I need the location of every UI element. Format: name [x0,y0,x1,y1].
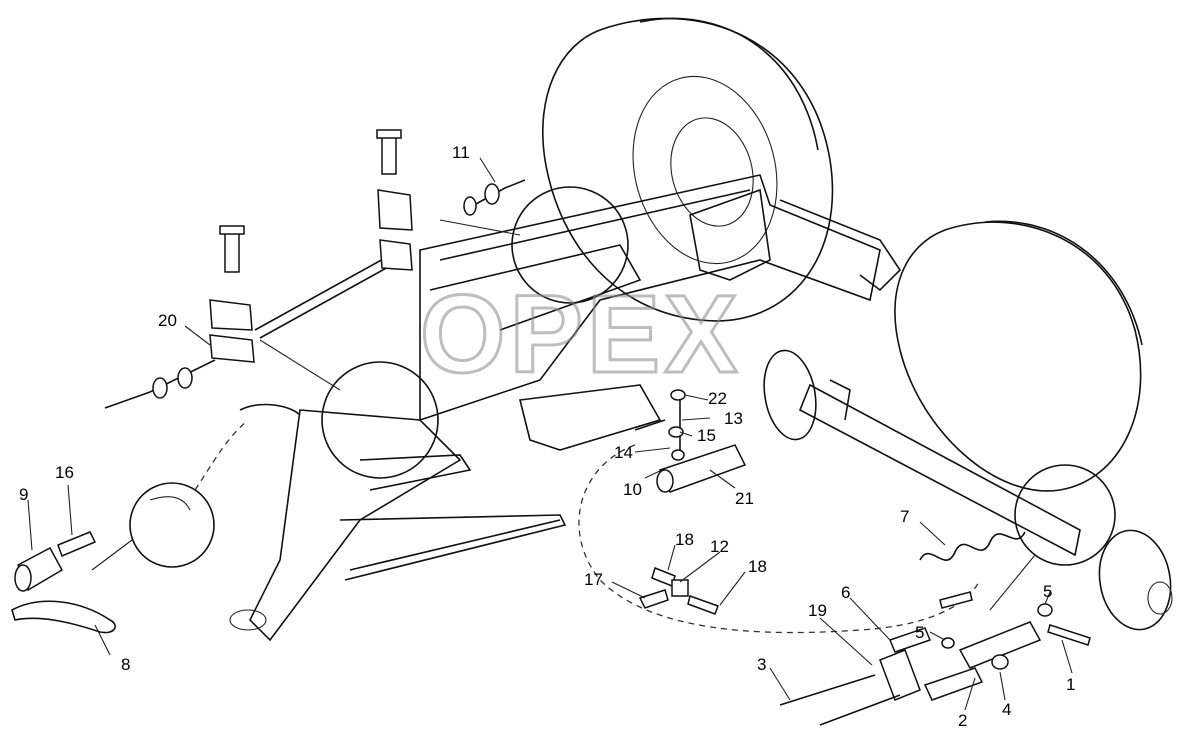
callout-14: 14 [614,443,633,462]
hose-route-left [194,419,249,491]
callout-15: 15 [697,426,716,445]
brake-rod-assembly [104,129,526,409]
detail-circle-pin [129,482,215,568]
callout-18-left: 18 [675,530,694,549]
fitting-parts [638,566,719,615]
callout-4: 4 [1002,700,1011,719]
suspension-parts [779,531,1091,726]
callout-5-upper: 5 [1043,582,1052,601]
callout-17: 17 [584,570,603,589]
callout-9: 9 [19,485,28,504]
callout-10: 10 [623,480,642,499]
callout-21: 21 [735,489,754,508]
callout-16: 16 [55,463,74,482]
watermark-logo: OPEX [420,273,742,396]
detail-circle-axle [1014,464,1116,566]
cylinder-parts [634,389,747,493]
callout-12: 12 [710,537,729,556]
coupling-parts [11,531,116,634]
callout-13: 13 [724,409,743,428]
callout-22: 22 [708,389,727,408]
callout-6: 6 [841,583,850,602]
hose-route-center [578,444,981,634]
leader-lines [27,157,1073,711]
callout-11: 11 [452,143,470,162]
callout-7: 7 [900,507,909,526]
callout-20: 20 [158,311,177,330]
callout-19: 19 [808,601,827,620]
callout-3: 3 [757,655,766,674]
chassis-frame [229,174,902,642]
callout-18-right: 18 [748,557,767,576]
callout-5-lower: 5 [915,623,924,642]
callout-8: 8 [121,655,130,674]
detail-circle-middle [321,361,439,479]
axle-beam [763,349,1173,631]
tire-rear [541,17,834,322]
tire-front [894,220,1143,492]
detail-circle-upper [511,186,629,304]
callout-1: 1 [1066,675,1075,694]
callout-2: 2 [958,711,967,730]
